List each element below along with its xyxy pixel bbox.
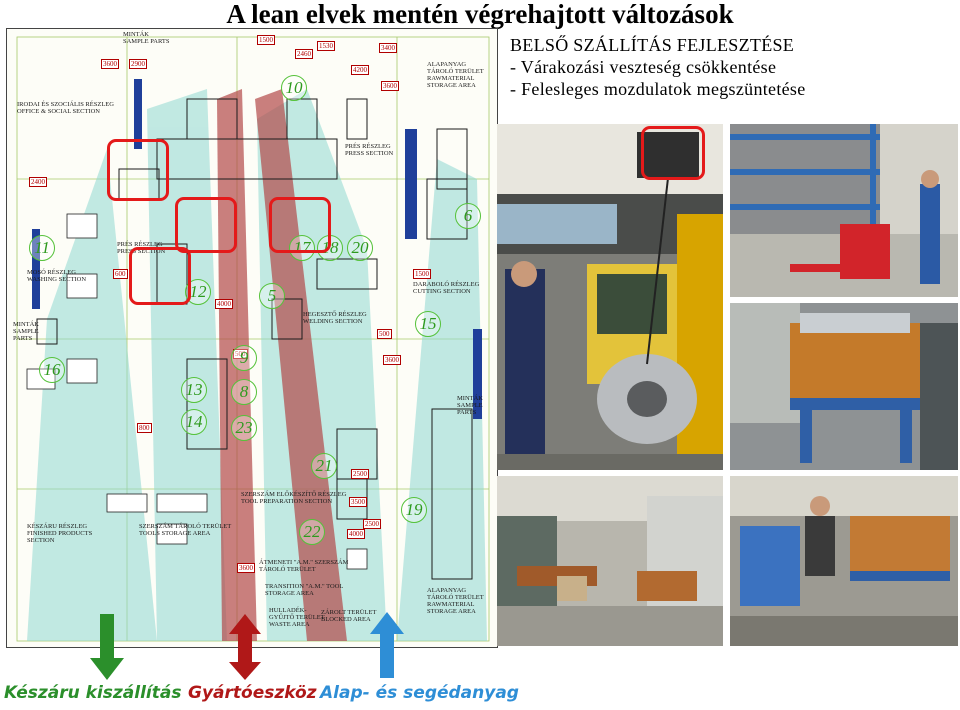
dimension-tag: 1530 (317, 41, 335, 51)
legend-tooling-label: Gyártóeszköz (188, 683, 317, 703)
dimension-tag: 3400 (379, 43, 397, 53)
dimension-tag: 3600 (101, 59, 119, 69)
headline-block: BELSŐ SZÁLLÍTÁS FEJLESZTÉSE - Várakozási… (500, 34, 955, 100)
station-number: 5 (259, 283, 285, 309)
floor-plan: IRODAI ÉS SZOCIÁLIS RÉSZLEG OFFICE & SOC… (6, 28, 498, 648)
material-arrow-icon (370, 612, 404, 678)
photo-worker-trolley-drawing (730, 476, 958, 646)
highlight-box (269, 197, 331, 253)
raw-material-top-label: ALAPANYAG TÁROLÓ TERÜLET RAWMATERIAL STO… (427, 61, 484, 89)
page-title: A lean elvek mentén végrehajtott változá… (226, 0, 734, 29)
highlight-box (175, 197, 237, 253)
station-number: 15 (415, 311, 441, 337)
floor-plan-drawing (16, 36, 490, 642)
tool-storage-label: SZERSZÁM TÁROLÓ TERÜLET TOOLs STORAGE AR… (139, 523, 232, 537)
office-section-label: IRODAI ÉS SZOCIÁLIS RÉSZLEG OFFICE & SOC… (17, 101, 114, 115)
station-number: 20 (347, 235, 373, 261)
washing-section-label: MOSÓ RÉSZLEG WASHING SECTION (27, 269, 87, 283)
blocked-area-label: ZÁROLT TERÜLET BLOCKED AREA (321, 609, 377, 623)
station-number: 10 (281, 75, 307, 101)
sample-parts-right-label: MINTÁK SAMPLE PARTS (457, 395, 483, 416)
station-number: 16 (39, 357, 65, 383)
dimension-tag: 4000 (347, 529, 365, 539)
legend-arrows (90, 612, 404, 680)
station-number: 14 (181, 409, 207, 435)
dimension-tag: 3500 (349, 497, 367, 507)
dimension-tag: 1500 (413, 269, 431, 279)
highlight-box (107, 139, 169, 201)
scale-highlight-box (641, 126, 705, 180)
photo-crate-trolley-drawing (730, 303, 958, 470)
legend-finished-label: Készáru kiszállítás (4, 683, 182, 703)
photo-production-hall-drawing (497, 476, 723, 646)
photo-worker-trolley (730, 476, 958, 646)
raw-material-bottom-label: ALAPANYAG TÁROLÓ TERÜLET RAWMATERIAL STO… (427, 587, 484, 615)
dimension-tag: 2400 (29, 177, 47, 187)
transition-storage-label: ÁTMENETI "A.M." SZERSZÁM TÁROLÓ TERÜLET (259, 559, 349, 573)
dimension-tag: 3600 (381, 81, 399, 91)
cutting-section-label: DARABOLÓ RÉSZLEG CUTTING SECTION (413, 281, 480, 295)
station-number: 11 (29, 235, 55, 261)
highlight-box (129, 247, 191, 305)
dimension-tag: 800 (137, 423, 152, 433)
station-number: 13 (181, 377, 207, 403)
photo-crate-trolley (730, 303, 958, 470)
legend-material-label: Alap- és segédanyag (320, 683, 519, 703)
welding-section-label: HEGESZTŐ RÉSZLEG WELDING SECTION (303, 311, 367, 325)
press-section-2-label: PRÉS RÉSZLEG PRESS SECTION (117, 241, 166, 255)
station-number: 19 (401, 497, 427, 523)
dimension-tag: 3600 (237, 563, 255, 573)
dimension-tag: 1500 (257, 35, 275, 45)
station-number: 9 (231, 345, 257, 371)
photo-production-hall (497, 476, 723, 646)
dimension-tag: 2460 (295, 49, 313, 59)
station-number: 6 (455, 203, 481, 229)
dimension-tag: 2500 (363, 519, 381, 529)
photo-pallet-jack-drawing (730, 124, 958, 297)
dimension-tag: 2500 (351, 469, 369, 479)
dimension-tag: 2900 (129, 59, 147, 69)
dimension-tag: 500 (377, 329, 392, 339)
station-number: 22 (299, 519, 325, 545)
dimension-tag: 4000 (215, 299, 233, 309)
station-number: 8 (231, 379, 257, 405)
station-number: 23 (231, 415, 257, 441)
headline-point-2: - Felesleges mozdulatok megszüntetése (510, 79, 806, 99)
sample-parts-left-label: MINTÁK SAMPLE PARTS (13, 321, 39, 342)
tooling-arrow-icon (229, 614, 261, 680)
press-section-label: PRÉS RÉSZLEG PRESS SECTION (345, 143, 394, 157)
dimension-tag: 4200 (351, 65, 369, 75)
dimension-tag: 600 (113, 269, 128, 279)
dimension-tag: 3600 (383, 355, 401, 365)
tool-prep-section-label: SZERSZÁM ELŐKÉSZÍTŐ RÉSZLEG TOOL PREPARA… (241, 491, 347, 505)
waste-area-label: HULLADÉK- GYŰJTŐ TERÜLET WASTE AREA (269, 607, 325, 628)
photo-crane-coil-drawing (497, 124, 723, 470)
photo-pallet-jack (730, 124, 958, 297)
headline-title: BELSŐ SZÁLLÍTÁS FEJLESZTÉSE (510, 35, 795, 55)
finished-products-label: KÉSZÁRU RÉSZLEG FINISHED PRODUCTs SECTIO… (27, 523, 93, 544)
sample-parts-label: MINTÁK SAMPLE PARTS (123, 31, 170, 45)
photo-crane-coil (497, 124, 723, 470)
finished-arrow-icon (90, 614, 124, 680)
headline-point-1: - Várakozási veszteség csökkentése (510, 57, 777, 77)
station-number: 21 (311, 453, 337, 479)
transition-storage-en-label: TRANSITION "A.M." TOOL STORAGE AREA (265, 583, 344, 597)
